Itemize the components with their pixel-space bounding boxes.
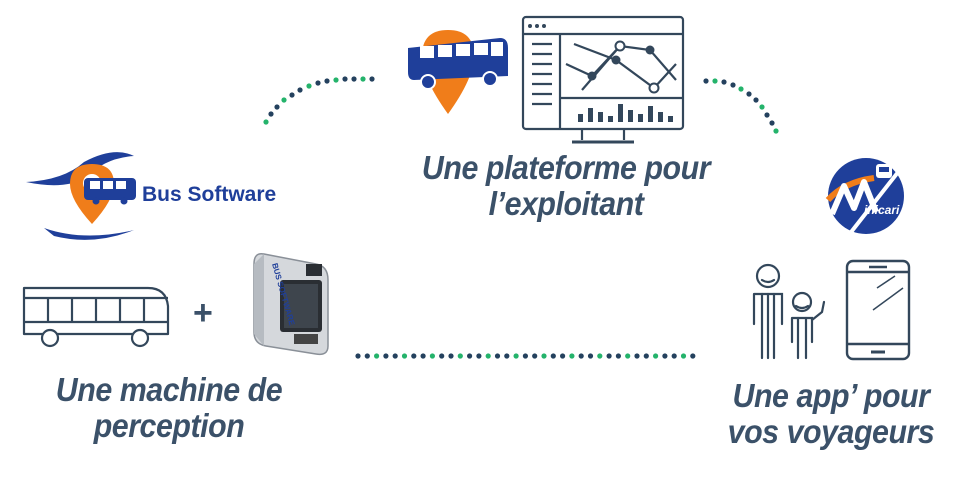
connector-dot [420, 353, 426, 359]
connector-dot [355, 353, 361, 359]
connector-dot [560, 353, 566, 359]
connector-dot [448, 353, 454, 359]
connector-dot [634, 353, 640, 359]
connector-dot [457, 353, 463, 359]
connector-dot [439, 353, 445, 359]
connector-dot [513, 353, 519, 359]
connector-dot [476, 353, 482, 359]
app-caption: Une app’ pour vos voyageurs [716, 378, 946, 450]
connector-dot [569, 353, 575, 359]
connector-dot [485, 353, 491, 359]
connector-dot [587, 353, 594, 359]
platform-caption-line2: l’exploitant [488, 185, 644, 222]
app-caption-line1: Une app’ pour [732, 377, 930, 414]
connector-dot [643, 353, 649, 359]
plus-sign: + [193, 294, 213, 332]
connector-dot [383, 353, 389, 359]
connector-dot [578, 353, 584, 359]
bus-outline-icon [22, 286, 170, 348]
dot-arc-right [703, 78, 779, 134]
winicari-text: inicari [864, 203, 900, 217]
connector-dot [364, 353, 370, 359]
connector-dot [680, 353, 687, 359]
connector-dot [522, 353, 529, 359]
connector-dot [653, 353, 659, 359]
travelers-icon [752, 263, 826, 360]
app-caption-line2: vos voyageurs [727, 413, 935, 450]
connector-dot [662, 353, 668, 359]
connector-dot [467, 353, 473, 359]
connector-dot [541, 353, 547, 359]
validator-device-icon: BUS SOFTWARE [253, 252, 329, 356]
machine-caption-line2: perception [93, 407, 245, 444]
connector-dot [625, 353, 631, 359]
bus-software-logo: Bus Software [24, 150, 314, 245]
machine-caption: Une machine de perception [36, 372, 303, 444]
bus-pin-icon [408, 30, 508, 114]
platform-caption-line1: Une plateforme pour [421, 149, 711, 186]
connector-dot [374, 353, 380, 359]
connector-dot [615, 353, 622, 359]
connector-dot [606, 353, 612, 359]
dot-arc-left [263, 76, 375, 125]
machine-caption-line1: Une machine de [55, 371, 283, 408]
connector-dot [550, 353, 556, 359]
logo-swoosh-icon [26, 152, 136, 240]
connector-dot [532, 353, 538, 359]
smartphone-icon [845, 259, 911, 361]
connector-dot [690, 353, 696, 359]
connector-dot [392, 353, 398, 359]
connector-dot [429, 353, 435, 359]
dot-line-bottom [355, 353, 696, 359]
connector-dot [411, 353, 417, 359]
connector-dot [671, 353, 677, 359]
winicari-logo: inicari [825, 158, 908, 238]
platform-caption: Une plateforme pour l’exploitant [410, 150, 723, 222]
connector-dot [504, 353, 510, 359]
brand-name: Bus Software [142, 183, 277, 206]
connector-dot [597, 353, 603, 359]
connector-dot [401, 353, 408, 359]
monitor-dashboard-icon [521, 15, 685, 144]
connector-dot [494, 353, 501, 359]
